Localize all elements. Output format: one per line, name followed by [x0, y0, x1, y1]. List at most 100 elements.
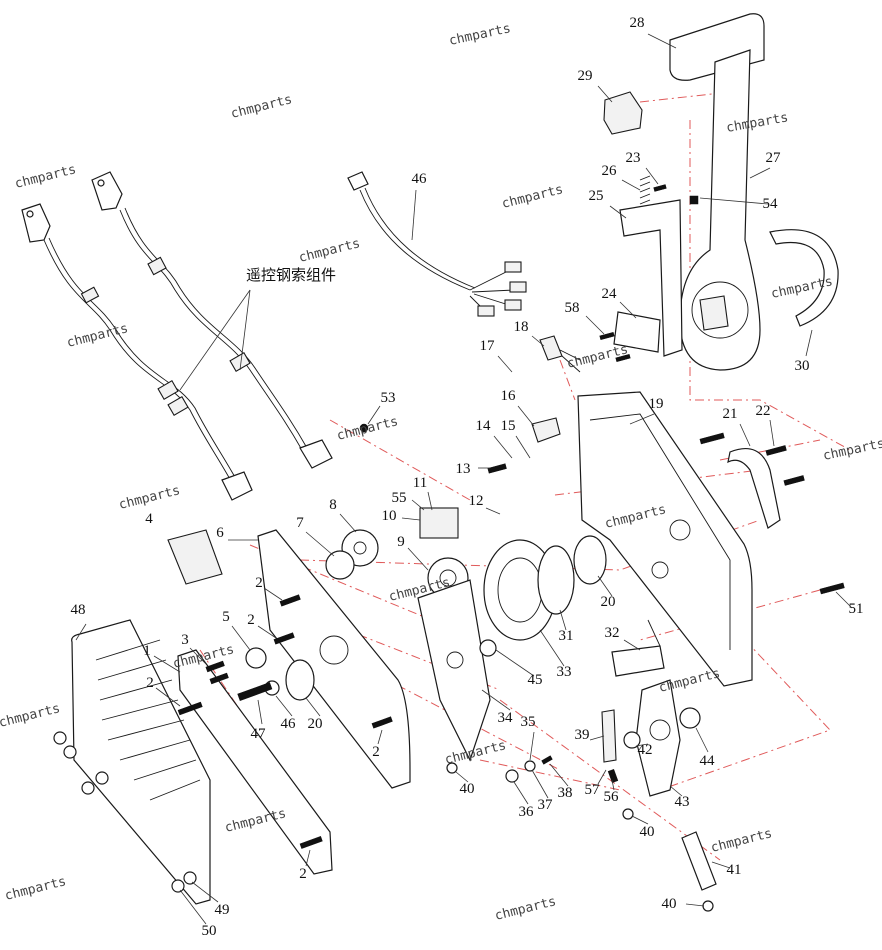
- watermark: chmparts: [3, 874, 67, 904]
- part-label-6: 6: [216, 525, 224, 541]
- watermark: chmparts: [229, 92, 293, 122]
- bracket-16: [531, 417, 561, 443]
- part-label-13: 13: [456, 461, 471, 477]
- bushing-20-left: [285, 659, 315, 701]
- roller-45: [479, 639, 497, 657]
- part-label-9: 9: [397, 534, 405, 550]
- clip-30: [769, 229, 839, 327]
- part-label-2: 2: [299, 866, 307, 882]
- watermark: chmparts: [493, 894, 557, 924]
- plate-24: [613, 311, 661, 353]
- part-label-45: 45: [528, 672, 543, 688]
- cap-44: [679, 707, 701, 729]
- spring-26: [639, 175, 651, 205]
- cover-48: [71, 619, 211, 905]
- part-label-34: 34: [498, 710, 514, 726]
- part-label-15: 15: [501, 418, 516, 434]
- part-label-58: 58: [565, 300, 580, 316]
- cable-assembly-right: [91, 171, 333, 469]
- part-label-36: 36: [519, 804, 535, 820]
- washer-7: [325, 550, 355, 580]
- parts-35-38: [505, 755, 553, 783]
- watermark: chmparts: [65, 321, 129, 351]
- watermark: chmparts: [223, 806, 287, 836]
- part-label-8: 8: [329, 497, 337, 513]
- part-label-57: 57: [585, 782, 601, 798]
- part-label-54: 54: [763, 196, 779, 212]
- wiring-harness: [347, 171, 527, 317]
- part-label-31: 31: [559, 628, 574, 644]
- part-label-20: 20: [601, 594, 616, 610]
- ring-31: [537, 545, 575, 615]
- switch-29: [603, 91, 643, 135]
- part-label-18: 18: [514, 319, 529, 335]
- part-label-30: 30: [795, 358, 810, 374]
- part-label-1: 1: [143, 643, 151, 659]
- washers-49-50: [53, 731, 197, 893]
- part-label-38: 38: [558, 785, 573, 801]
- cable-assembly-caption: 遥控钢索组件: [246, 266, 336, 284]
- part-label-49: 49: [215, 902, 230, 918]
- watermark: chmparts: [657, 666, 721, 696]
- part-label-7: 7: [296, 515, 304, 531]
- watermark: chmparts: [0, 701, 62, 731]
- part-label-17: 17: [480, 338, 496, 354]
- plate-43: [635, 679, 681, 797]
- part-label-3: 3: [181, 632, 189, 648]
- spacer-4: [167, 529, 223, 585]
- watermark: chmparts: [117, 483, 181, 513]
- part-label-28: 28: [630, 15, 645, 31]
- part-label-37: 37: [538, 797, 554, 813]
- part-label-16: 16: [501, 388, 517, 404]
- part-label-2: 2: [255, 575, 263, 591]
- part-label-40: 40: [640, 824, 655, 840]
- callout-leaders: [75, 33, 853, 925]
- part-label-40: 40: [460, 781, 475, 797]
- part-label-56: 56: [604, 789, 620, 805]
- main-housing: [577, 391, 753, 687]
- part-label-20: 20: [308, 716, 323, 732]
- part-label-40: 40: [662, 896, 677, 912]
- part-label-48: 48: [71, 602, 86, 618]
- part-label-42: 42: [638, 742, 653, 758]
- detent-plate-34: [417, 579, 491, 762]
- part-label-50: 50: [202, 923, 217, 939]
- cable-assembly-left: [21, 203, 253, 501]
- part-label-10: 10: [382, 508, 397, 524]
- cam-21: [727, 448, 781, 529]
- part-label-33: 33: [557, 664, 572, 680]
- part-label-24: 24: [602, 286, 618, 302]
- bushing-5: [245, 647, 267, 669]
- part-label-53: 53: [381, 390, 396, 406]
- part-label-4: 4: [145, 511, 153, 527]
- bolts: [177, 184, 845, 849]
- part-label-27: 27: [766, 150, 782, 166]
- part-label-26: 26: [602, 163, 618, 179]
- control-lever: [679, 49, 761, 371]
- part-label-44: 44: [700, 753, 716, 769]
- part-label-19: 19: [649, 396, 664, 412]
- part-label-41: 41: [727, 862, 742, 878]
- part-label-11: 11: [413, 475, 427, 491]
- part-label-51: 51: [849, 601, 864, 617]
- watermark: chmparts: [13, 162, 77, 192]
- part-label-25: 25: [589, 188, 604, 204]
- part-label-46: 46: [281, 716, 297, 732]
- part-label-35: 35: [521, 714, 536, 730]
- part-label-21: 21: [723, 406, 738, 422]
- clips-40: [446, 762, 714, 912]
- sensor-18: [539, 335, 581, 373]
- ring-20-right: [573, 535, 607, 585]
- part-label-47: 47: [251, 726, 267, 742]
- part-label-2: 2: [372, 744, 380, 760]
- watermark: chmparts: [822, 436, 882, 464]
- part-label-23: 23: [626, 150, 641, 166]
- watermark: chmparts: [565, 342, 629, 372]
- washer-42: [623, 731, 641, 749]
- bracket-32: [611, 619, 665, 677]
- part-label-14: 14: [476, 418, 492, 434]
- part-label-29: 29: [578, 68, 593, 84]
